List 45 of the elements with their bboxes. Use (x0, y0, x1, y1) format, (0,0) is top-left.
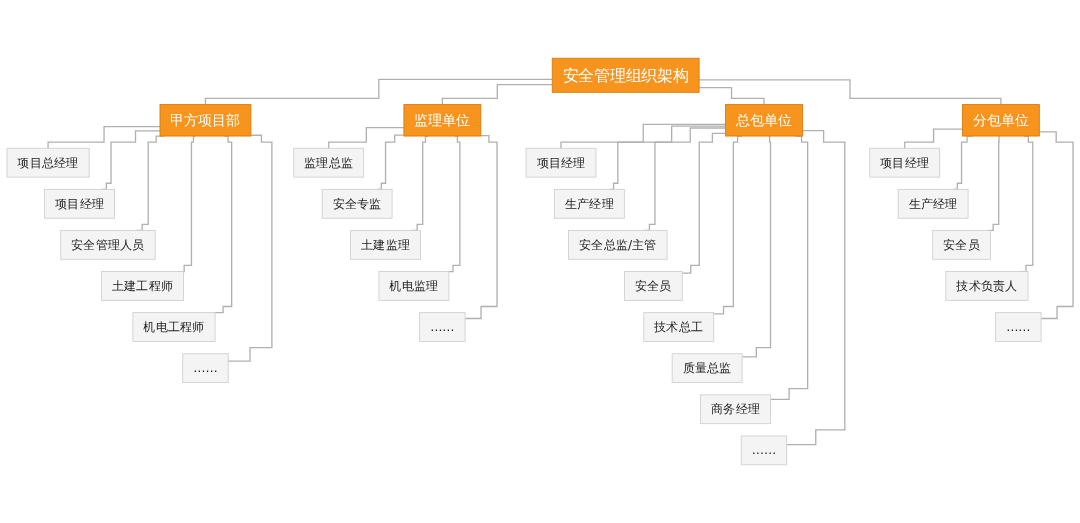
connector (698, 79, 1002, 106)
node-box: …… (182, 353, 229, 383)
node-box: 生产经理 (554, 188, 625, 219)
node-box: 监理总监 (293, 147, 365, 178)
node-box: 土建监理 (350, 230, 421, 260)
node-box: 土建工程师 (100, 271, 185, 301)
connector (904, 128, 964, 149)
node-box: 安全员 (932, 230, 991, 260)
connector (204, 78, 553, 106)
node-box: …… (419, 312, 466, 342)
node-box: 安全专监 (321, 188, 393, 219)
node-box: 分包单位 (962, 104, 1040, 137)
node-box: 总包单位 (725, 104, 803, 137)
node-box: 甲方项目部 (159, 104, 252, 137)
connector (441, 83, 553, 106)
connector (681, 132, 727, 274)
node-box: 质量总监 (671, 353, 743, 383)
node-box: 机电监理 (378, 271, 450, 301)
connector (741, 135, 772, 358)
node-box: 生产经理 (897, 188, 969, 219)
node-box: 安全总监/主管 (568, 230, 668, 260)
node-box: 技术总工 (643, 312, 715, 342)
connector (47, 125, 161, 149)
node-box: 技术负责人 (945, 271, 1029, 301)
node-box: …… (995, 312, 1042, 342)
node-box: 机电工程师 (132, 312, 216, 342)
connector (1038, 131, 1074, 320)
connector (698, 86, 765, 106)
node-box: …… (740, 435, 788, 466)
node-box: 项目经理 (44, 188, 115, 219)
node-box: 安全管理人员 (60, 230, 156, 260)
connector (769, 135, 809, 400)
connector (227, 134, 273, 362)
connector (213, 135, 233, 314)
node-box: 商务经理 (700, 394, 771, 425)
connector (464, 135, 498, 320)
node-box: 项目总经理 (6, 147, 90, 178)
node-box: 安全员 (624, 271, 683, 301)
connector (560, 123, 727, 149)
connector (786, 130, 846, 446)
node-box: 监理单位 (403, 104, 482, 137)
connector (328, 127, 405, 149)
node-box: 项目经理 (869, 147, 941, 178)
node-box: 项目经理 (525, 147, 597, 178)
node-box: 安全管理组织架构 (551, 57, 700, 93)
